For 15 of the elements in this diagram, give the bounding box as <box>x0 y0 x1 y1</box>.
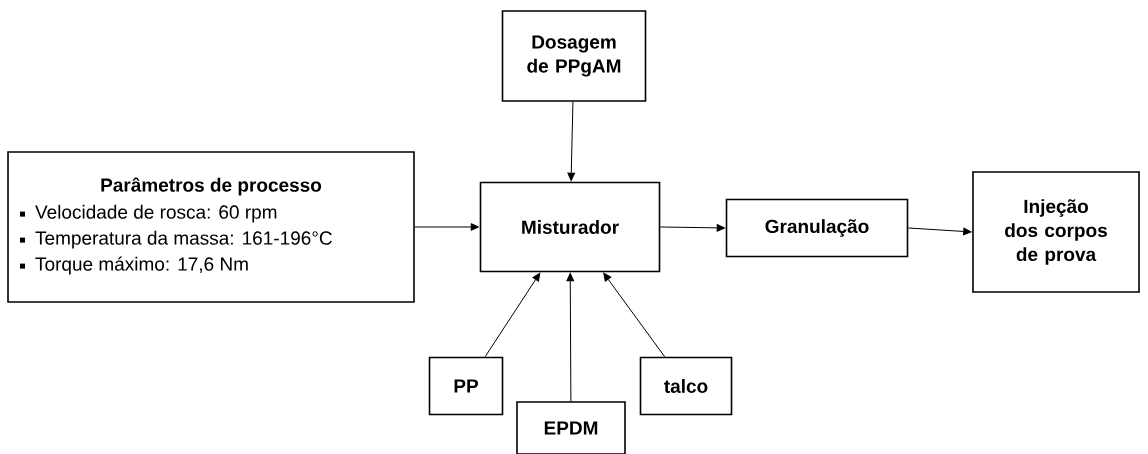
arrow <box>659 224 725 232</box>
mixer-box: Misturador <box>479 181 661 273</box>
arrow <box>907 227 972 236</box>
arrow <box>567 101 576 181</box>
parameters-box: Parâmetros de processo Velocidade de rosca: 60 rpm Temperatura da massa: 161-196°C Torque máximo: 17,6 Nm <box>7 151 415 303</box>
arrow <box>566 273 575 402</box>
process-box: Dosagem de PPgAM <box>501 10 647 102</box>
input-box: PP <box>428 356 504 416</box>
arrow <box>414 223 479 231</box>
arrow <box>603 272 666 358</box>
input-box: EPDM <box>516 401 626 454</box>
arrow <box>484 272 541 358</box>
input-box: talco <box>639 356 733 416</box>
process-box: Injeção dos corpos de prova <box>972 171 1140 293</box>
process-box: Granulação <box>725 198 909 258</box>
